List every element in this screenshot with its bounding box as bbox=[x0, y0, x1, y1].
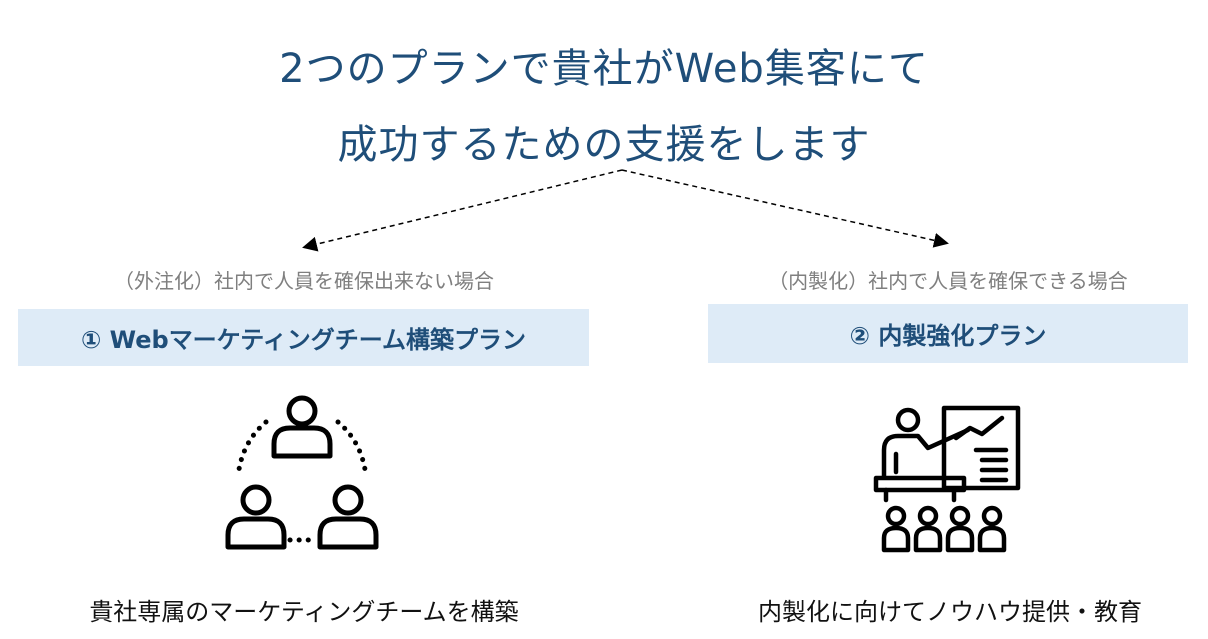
title-line-1: 2つのプランで貴社がWeb集客にて bbox=[279, 46, 929, 92]
team-network-icon bbox=[225, 395, 379, 550]
plan-1-box: ① Webマーケティングチーム構築プラン bbox=[18, 309, 589, 366]
plan-1-name: ① Webマーケティングチーム構築プラン bbox=[80, 326, 527, 354]
plan-1-condition: （外注化）社内で人員を確保出来ない場合 bbox=[114, 269, 494, 293]
plan-2-description: 内製化に向けてノウハウ提供・教育 bbox=[758, 598, 1142, 626]
plan-2-box: ② 内製強化プラン bbox=[708, 304, 1188, 363]
plan-2-condition: （内製化）社内で人員を確保できる場合 bbox=[768, 269, 1128, 293]
presentation-teaching-icon bbox=[873, 405, 1021, 553]
plan-1-description: 貴社専属のマーケティングチームを構築 bbox=[89, 598, 519, 626]
branch-arrows bbox=[302, 169, 949, 252]
title-line-2: 成功するための支援をします bbox=[337, 122, 871, 168]
plan-2-name: ② 内製強化プラン bbox=[849, 322, 1047, 350]
arrow-right bbox=[621, 169, 949, 248]
arrow-left bbox=[302, 169, 623, 252]
